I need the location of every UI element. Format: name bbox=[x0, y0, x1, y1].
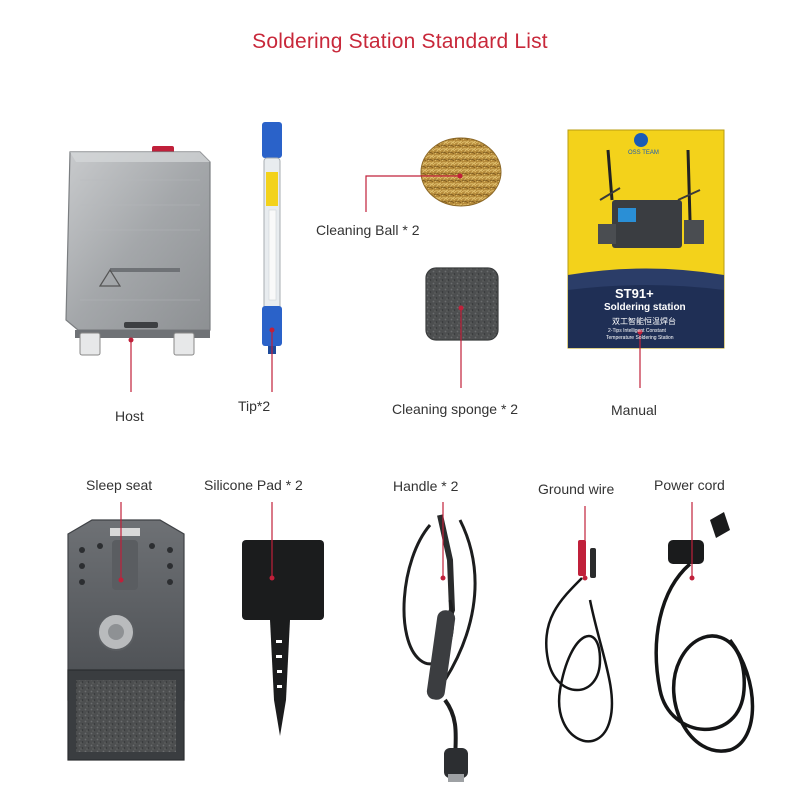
cleaning-sponge bbox=[425, 267, 499, 341]
host-unit bbox=[65, 146, 211, 356]
label-cleaning-sponge: Cleaning sponge * 2 bbox=[392, 401, 519, 417]
label-host: Host bbox=[115, 408, 144, 424]
manual-line-1: 2-Tips Intelligent Constant bbox=[608, 328, 666, 334]
tip-tube bbox=[262, 122, 282, 354]
manual-brand: OSS TEAM bbox=[628, 150, 659, 156]
sleep-seat bbox=[67, 519, 185, 761]
label-ground-wire: Ground wire bbox=[538, 481, 615, 497]
label-power-cord: Power cord bbox=[654, 477, 725, 493]
ground-wire bbox=[545, 540, 614, 743]
soldering-handle bbox=[402, 514, 477, 782]
label-silicone-pad: Silicone Pad * 2 bbox=[204, 477, 303, 493]
label-handle: Handle * 2 bbox=[393, 478, 459, 494]
cleaning-ball bbox=[420, 137, 502, 207]
label-cleaning-ball: Cleaning Ball * 2 bbox=[316, 222, 420, 238]
power-cord bbox=[654, 512, 755, 753]
manual-line-2: Temperature Soldering Station bbox=[606, 335, 674, 341]
manual-booklet bbox=[567, 129, 725, 349]
label-tip: Tip*2 bbox=[238, 398, 271, 414]
page-title: Soldering Station Standard List bbox=[252, 30, 548, 53]
manual-subtitle: Soldering station bbox=[604, 302, 686, 313]
callout-leaders bbox=[118, 173, 695, 583]
silicone-pad bbox=[242, 540, 324, 736]
manual-chinese-line: 双工智能恒温焊台 bbox=[612, 317, 676, 326]
label-sleep-seat: Sleep seat bbox=[86, 477, 153, 493]
label-manual: Manual bbox=[611, 402, 657, 418]
manual-model: ST91+ bbox=[615, 286, 654, 301]
